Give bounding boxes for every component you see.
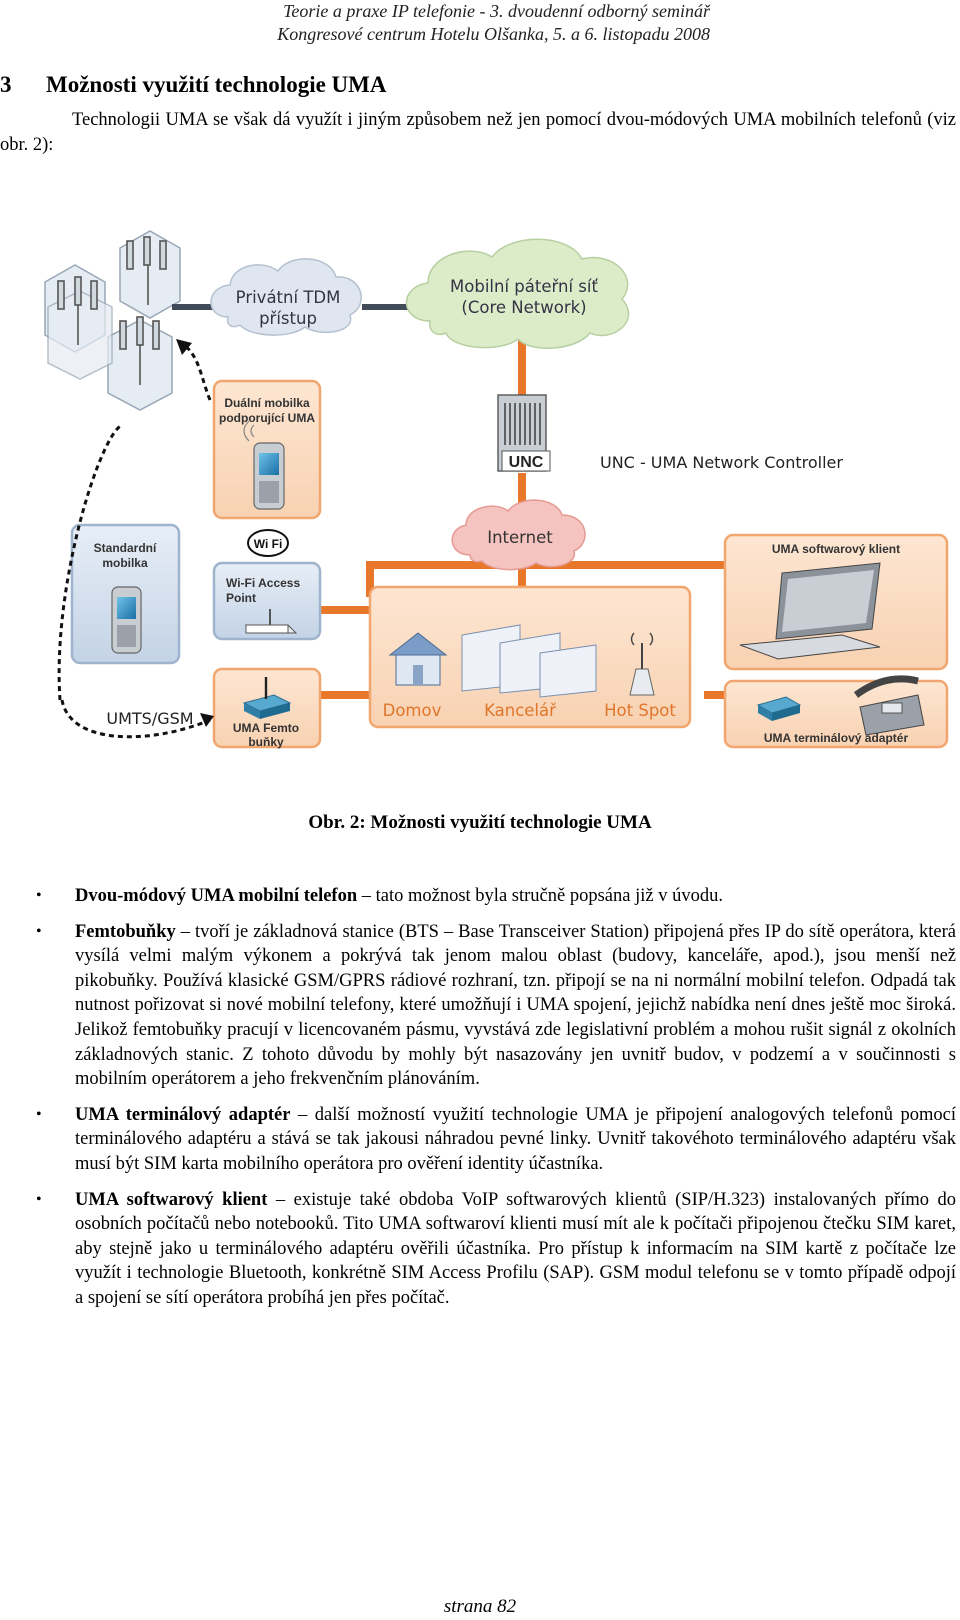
bullet-dot-icon: • [36, 1105, 42, 1123]
bullet-term: Femtobuňky [75, 921, 176, 942]
uma-terminal-adapter-box: UMA terminálový adaptér [723, 675, 949, 749]
intro-paragraph: Technologii UMA se však dá využít i jiný… [0, 110, 956, 155]
femto-label-line2: buňky [248, 735, 284, 749]
page-number: strana 82 [443, 1596, 517, 1617]
cloud-core-line2: (Core Network) [461, 298, 586, 317]
dual-label-line1: Duální mobilka [224, 396, 310, 410]
uma-femto-box: UMA Femto buňky [212, 667, 322, 749]
soft-client-label: UMA softwarový klient [772, 542, 900, 556]
wifi-access-point-box: Wi-Fi Access Point [212, 561, 322, 641]
unc-server: UNC [497, 394, 551, 472]
femtocell-device-icon [242, 677, 292, 719]
terminal-adapter-label: UMA terminálový adaptér [764, 731, 909, 745]
umts-gsm-label: UMTS/GSM [106, 709, 193, 728]
house-icon [388, 632, 448, 686]
list-item: • UMA softwarový klient – existuje také o… [0, 1188, 960, 1311]
running-header-title: Teorie a praxe IP telefonie - 3. dvouden… [283, 1, 710, 21]
std-label-line1: Standardní [94, 541, 157, 555]
wifi-ap-label-line2: Point [226, 591, 256, 605]
hotspot-antenna-icon [629, 632, 655, 696]
wifi-logo-text: Wi Fi [254, 537, 283, 551]
section-heading: 3 Možnosti využití technologie UMA [0, 72, 386, 98]
kancelar-label: Kancelář [484, 701, 556, 720]
bullet-text: – další možností využití technologie UMA… [75, 1104, 957, 1174]
list-item: • UMA terminálový adaptér – další možnost… [0, 1103, 960, 1177]
desk-phone-icon [853, 675, 925, 736]
unc-label: UNC [509, 454, 544, 471]
core-network-cloud: Mobilní páteřní síť (Core Network) [405, 238, 630, 349]
list-item: • Dvou-módový UMA mobilní telefon – tato … [0, 884, 960, 909]
section-title: Možnosti využití technologie UMA [46, 72, 387, 97]
laptop-icon [739, 562, 881, 660]
bullet-text: – existuje také obdoba VoIP softwarových… [75, 1189, 956, 1308]
terminal-adapter-icon [756, 696, 802, 721]
arrow-head-icon [200, 713, 214, 727]
cloud-tdm-line1: Privátní TDM [236, 288, 341, 307]
mobile-phone-icon [111, 586, 142, 654]
arrow-head-icon [176, 339, 192, 355]
bullet-dot-icon: • [36, 922, 42, 940]
signal-waves-icon [243, 420, 255, 442]
list-item: • Femtobuňky – tvoří je základnová stanic… [0, 920, 960, 1092]
bullet-term: UMA softwarový klient [75, 1189, 268, 1210]
cloud-core-line1: Mobilní páteřní síť [450, 277, 598, 296]
unc-description: UNC - UMA Network Controller [600, 453, 843, 472]
figure-caption: Obr. 2: Možnosti využití technologie UMA [308, 812, 652, 833]
hotspot-label: Hot Spot [604, 701, 676, 720]
wifi-ap-label-line1: Wi-Fi Access [226, 576, 300, 590]
bullet-term: UMA terminálový adaptér [75, 1104, 291, 1125]
section-number: 3 [0, 72, 12, 97]
bullet-text: – tvoří je základnová stanice (BTS – Bas… [75, 921, 956, 1090]
cloud-tdm-line2: přístup [259, 309, 317, 328]
internet-label: Internet [487, 528, 553, 547]
private-tdm-cloud: Privátní TDM přístup [210, 258, 362, 336]
bullet-text: – tato možnost byla stručně popsána již … [357, 886, 723, 906]
antenna-towers [57, 236, 167, 385]
uma-diagram: Privátní TDM přístup Mobilní páteřní síť… [44, 230, 949, 749]
bullet-dot-icon: • [36, 1190, 42, 1208]
uma-software-client-box: UMA softwarový klient [723, 533, 949, 671]
running-header-venue: Kongresové centrum Hotelu Olšanka, 5. a … [277, 24, 710, 44]
femto-label-line1: UMA Femto [233, 721, 299, 735]
router-icon [244, 609, 298, 634]
standard-phone-box: Standardní mobilka [70, 523, 181, 665]
domov-label: Domov [383, 701, 442, 720]
mobile-phone-icon [253, 442, 285, 510]
bullet-list: • Dvou-módový UMA mobilní telefon – tato … [0, 884, 960, 1322]
dual-mode-phone-box: Duální mobilka podporující UMA [212, 379, 322, 520]
std-label-line2: mobilka [102, 556, 148, 570]
internet-cloud: Internet [451, 499, 586, 571]
bullet-term: Dvou-módový UMA mobilní telefon [75, 886, 358, 906]
dual-label-line2: podporující UMA [219, 411, 315, 425]
locations-box: Domov Kancelář Hot Spot [368, 585, 692, 729]
bullet-dot-icon: • [36, 887, 42, 904]
office-buildings-icon [461, 624, 597, 698]
wifi-logo: Wi Fi [247, 529, 289, 557]
